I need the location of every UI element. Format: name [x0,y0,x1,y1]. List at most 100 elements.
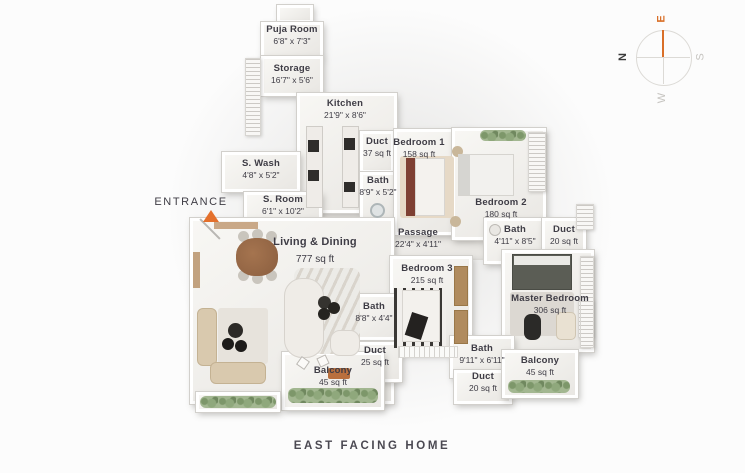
l-sofa-rug [218,308,268,364]
label-duct-2: Duct 20 sq ft [542,224,586,247]
label-duct-1: Duct 37 sq ft [358,136,396,159]
bedroom2-plants [480,130,526,141]
label-living: Living & Dining 777 sq ft [260,236,370,265]
room-name: Bath [367,175,389,186]
room-size: 25 sq ft [361,356,389,367]
room-size: 777 sq ft [295,253,335,265]
room-size: 306 sq ft [533,304,567,315]
room-size: 21'9" x 8'6" [324,109,366,120]
room-name: Storage [273,63,311,74]
label-balcony-2: Balcony 45 sq ft [505,355,575,378]
room-name: Duct [364,345,386,356]
room-puja-closet [276,4,314,24]
room-name: Kitchen [326,98,364,109]
room-name: Living & Dining [273,236,357,248]
coffee-table [318,308,330,320]
washer-icon [370,203,385,218]
room-size: 45 sq ft [319,376,347,387]
pouf [450,216,461,227]
master-pouf [524,314,541,340]
label-bedroom-2: Bedroom 2 180 sq ft [466,197,536,220]
room-size: 16'7" x 5'6" [271,74,313,85]
coffee-table [235,340,247,352]
dining-chair [252,273,263,284]
room-size: 20 sq ft [469,382,497,393]
pouf [452,146,463,157]
label-storage: Storage 16'7" x 5'6" [261,63,323,86]
coffee-table [222,338,234,350]
bedroom3-wardrobe [454,266,468,306]
label-master: Master Bedroom 306 sq ft [506,293,594,316]
room-size: 45 sq ft [526,366,554,377]
curved-sofa-seat [330,330,360,356]
dining-chair [266,270,277,281]
dining-table [236,238,278,276]
label-bedroom-1: Bedroom 1 158 sq ft [390,137,448,160]
label-passage: Passage 22'4" x 4'11" [386,227,450,250]
label-bath-4: Bath 9'11" x 6'11" [450,343,514,366]
room-size: 4'8" x 5'2" [242,169,280,180]
room-size: 4'11" x 8'5" [494,235,536,246]
room-name: Puja Room [266,24,318,35]
appliance-icon [344,138,355,150]
room-name: Balcony [520,355,560,366]
room-name: Balcony [313,365,353,376]
room-size: 6'1" x 10'2" [262,205,304,216]
label-duct-3: Duct 25 sq ft [348,345,402,368]
room-size: 8'9" x 5'2" [359,186,397,197]
room-size: 37 sq ft [363,147,391,158]
bedroom1-bed [415,158,445,216]
dining-chair [252,229,263,240]
master-railing [580,256,594,348]
compass-south: S [694,53,707,61]
room-size: 22'4" x 4'11" [395,238,441,249]
room-size: 20 sq ft [550,235,578,246]
room-size: 158 sq ft [402,148,436,159]
compass-icon [636,30,692,86]
room-name: Duct [472,371,494,382]
curved-sofa [284,278,324,358]
sink-icon [308,170,319,181]
coffee-table [328,302,340,314]
room-duct-1 [359,130,395,174]
room-size: 8'8" x 4'4" [355,312,393,323]
dining-chair [266,231,277,242]
compass-needle [662,30,664,57]
room-name: Bath [471,343,493,354]
compass-west: W [656,92,669,104]
shaft-right-top [576,204,594,230]
room-size: 9'11" x 6'11" [459,354,505,365]
room-name: Bath [504,224,526,235]
dining-chair [238,270,249,281]
room-size: 215 sq ft [410,274,444,285]
room-name: Duct [366,136,388,147]
label-bath-2: Bath 4'11" x 8'5" [484,224,546,247]
master-pillows [514,256,570,265]
room-storage [260,55,324,97]
room-name: Bedroom 2 [475,197,527,208]
console [193,252,200,288]
label-bedroom-3: Bedroom 3 215 sq ft [394,263,460,286]
appliance-icon [344,182,355,192]
compass-axis-vertical [663,30,664,84]
room-size: 6'8" x 7'3" [273,35,311,46]
coffee-table [318,296,331,309]
compass-east: E [655,15,668,23]
bedroom1-headboard [406,158,415,216]
bedroom3-shelf [398,346,458,358]
label-sroom: S. Room 6'1" x 10'2" [244,194,322,217]
l-sofa-vertical [197,308,217,366]
bedroom2-pillows [459,155,470,195]
room-name: S. Wash [242,158,280,169]
entrance-label: ENTRANCE [154,196,228,208]
l-sofa-horizontal [210,362,266,384]
label-bath-3: Bath 8'8" x 4'4" [348,301,400,324]
balcony2-hedge [508,380,570,393]
room-name: S. Room [263,194,303,205]
entrance-arrow-icon [203,210,219,222]
room-name: Bath [363,301,385,312]
sideboard [214,222,258,229]
label-puja: Puja Room 6'8" x 7'3" [261,24,323,47]
stove-icon [308,140,319,152]
